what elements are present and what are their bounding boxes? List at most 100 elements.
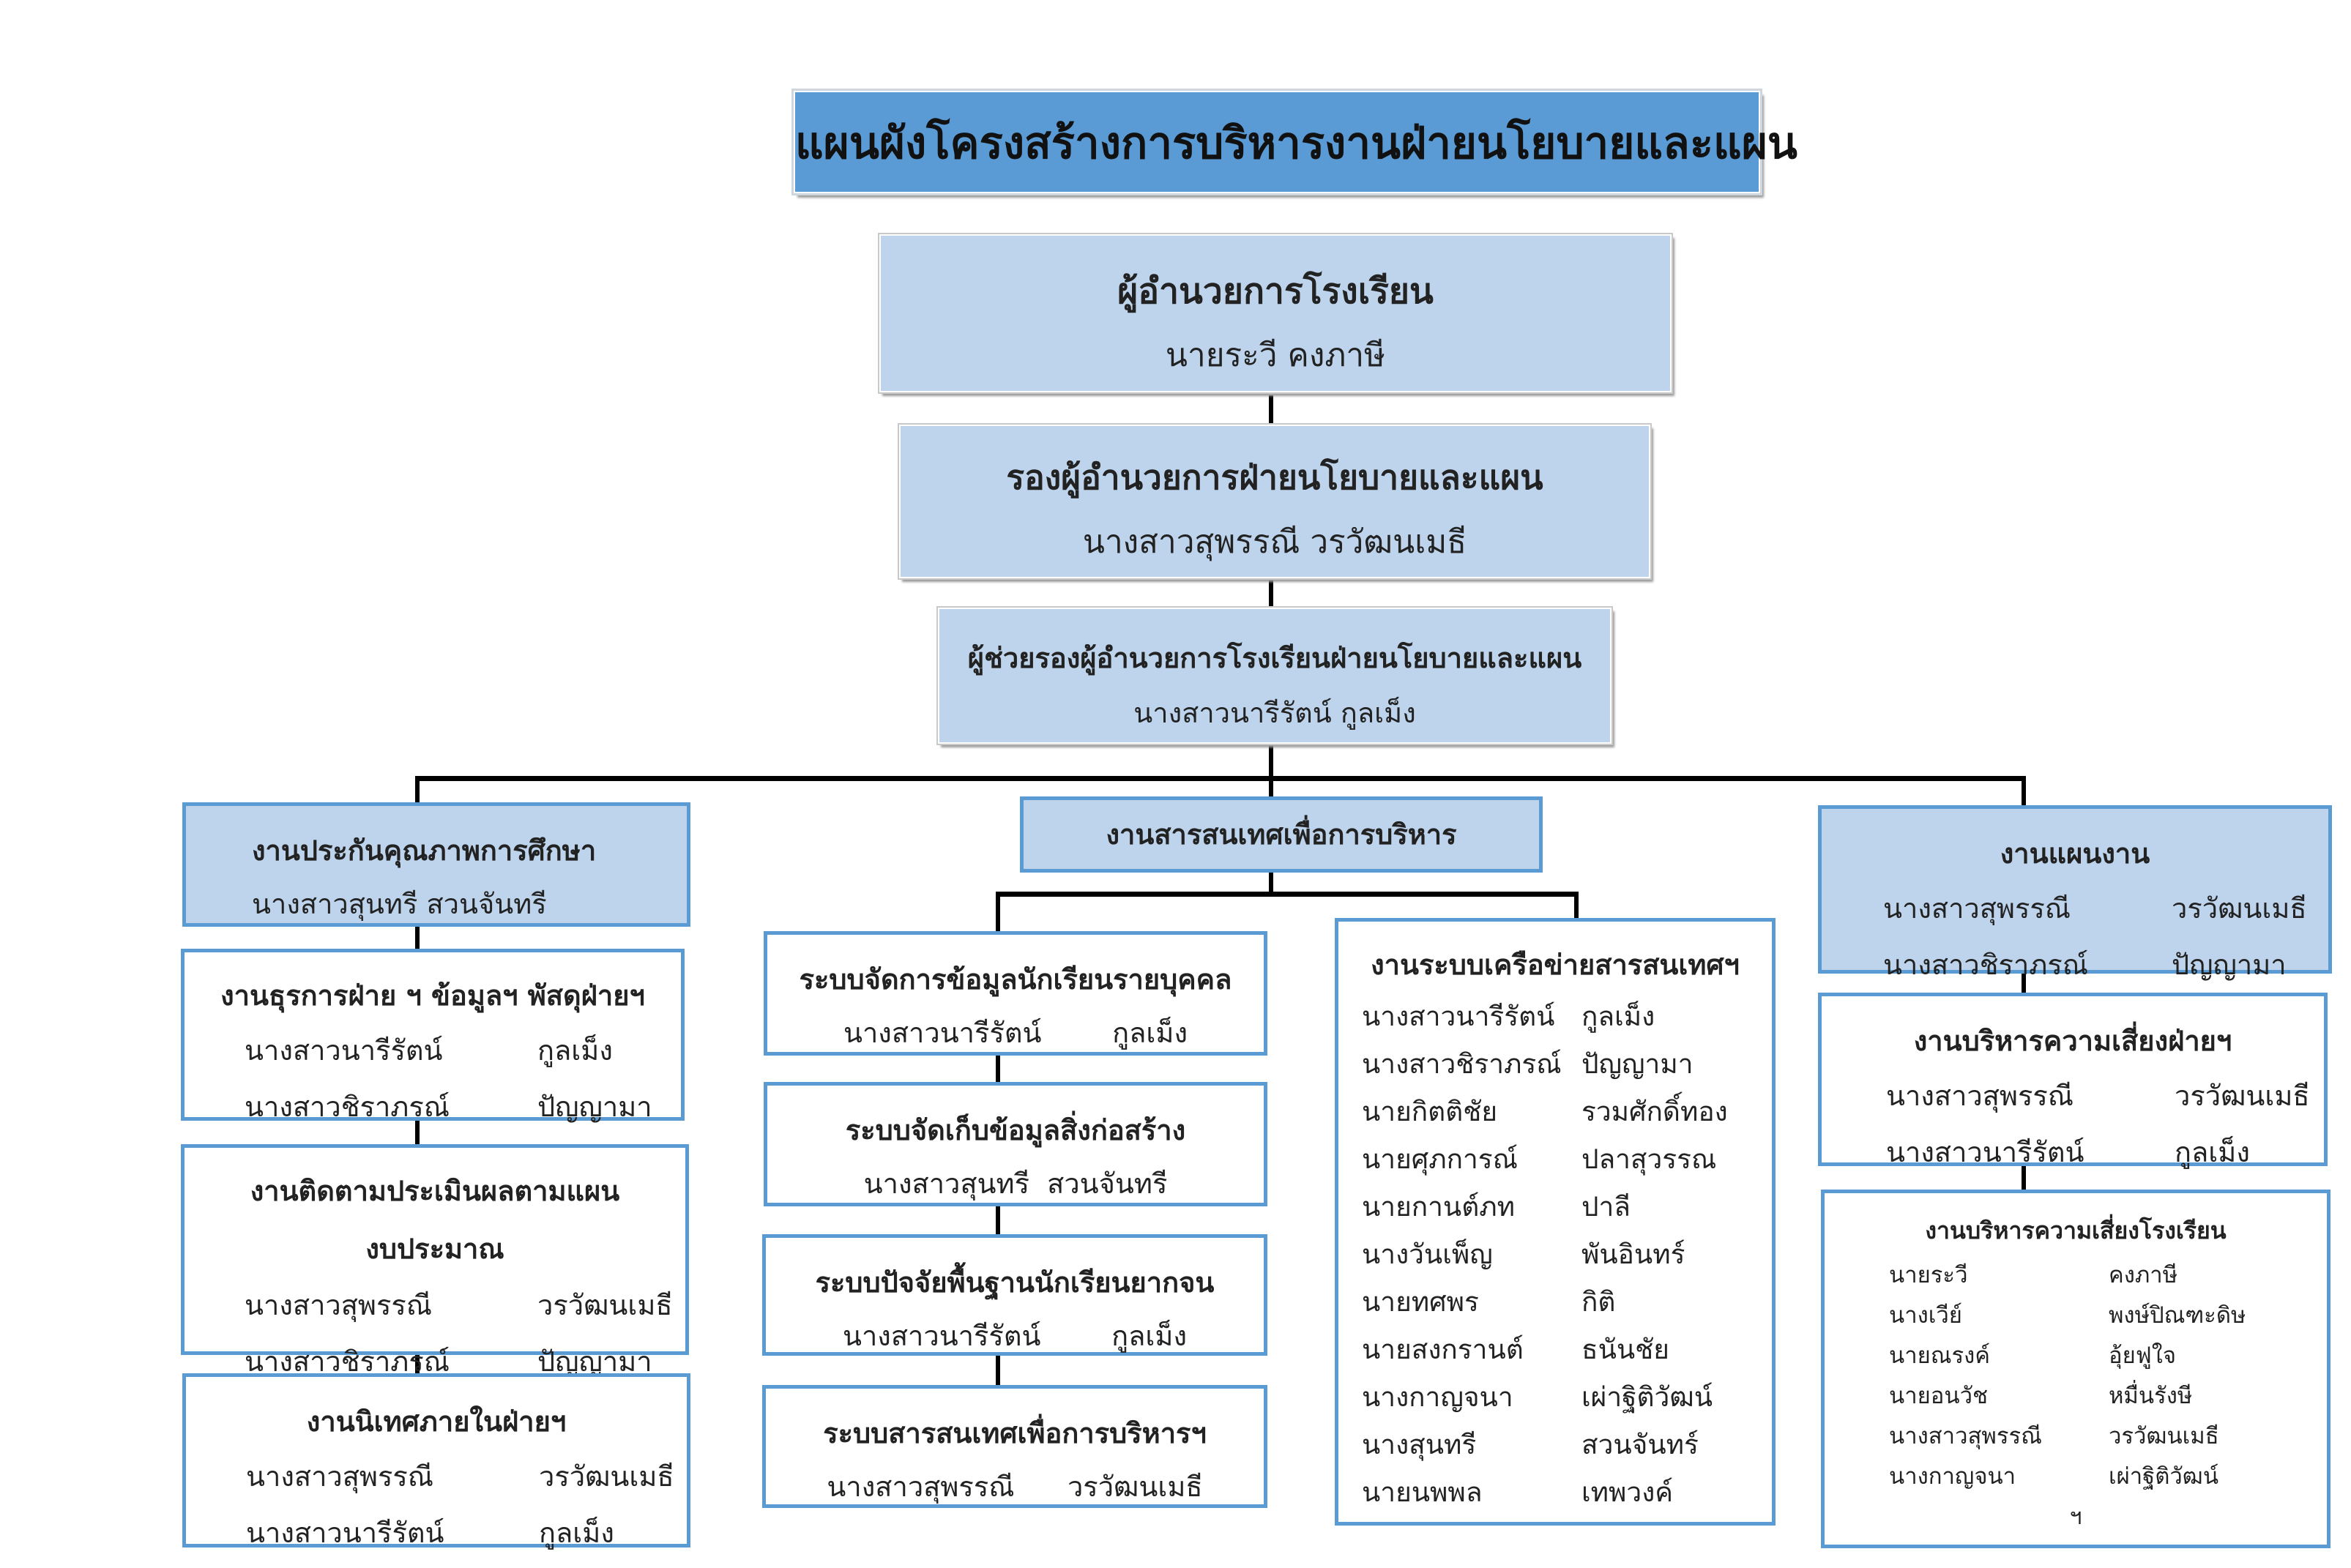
supervision-title: งานนิเทศภายในฝ่ายฯ xyxy=(306,1405,567,1438)
person-row: นางสุนทรีสวนจันทร์ xyxy=(1362,1421,1772,1468)
person-name: นางเวีย์ xyxy=(1889,1302,1962,1329)
person-row: นายอนวัช หมื่นรังษี xyxy=(1889,1376,2327,1416)
person-row: นางสาวชิราภรณ์ปัญญามา xyxy=(1362,1040,1772,1088)
person-row: นางกาญจนา เผ่าฐิติวัฒน์ xyxy=(1889,1457,2327,1497)
connector-left-2 xyxy=(415,1121,420,1147)
person-surname: พันอินทร์ xyxy=(1581,1239,1685,1270)
person-row: นายกิตติชัย รวมศักดิ์ทอง xyxy=(1362,1088,1772,1135)
person-row: นางกาญจนา เผ่าฐิติวัฒน์ xyxy=(1362,1373,1772,1421)
person-row: นายกานต์ภท ปาลี xyxy=(1362,1183,1772,1231)
supervision-person-2: นางสาวนารีรัตน์ กูลเม็ง xyxy=(246,1517,614,1549)
quality-assurance-box: งานประกันคุณภาพการศึกษา นางสาวสุนทรี สวน… xyxy=(182,802,690,927)
info-management-box: งานสารสนเทศเพื่อการบริหาร xyxy=(1020,796,1543,873)
connector-middle-left-drop xyxy=(996,892,1000,934)
connector-right-1 xyxy=(2022,974,2026,996)
connector-middle-right-drop xyxy=(1574,892,1579,921)
person-name: นายอนวัช xyxy=(1889,1383,1989,1409)
deputy-role: รองผู้อำนวยการฝ่ายนโยบายและแผน xyxy=(1006,458,1543,497)
monitoring-title-line2: งบประมาณ xyxy=(365,1233,504,1265)
risk-dept-title: งานบริหารความเสี่ยงฝ่ายฯ xyxy=(1913,1025,2232,1057)
admin-box: งานธุรการฝ่าย ฯ ข้อมูลฯ พัสดุฝ่ายฯ นางสา… xyxy=(181,949,685,1123)
poor-student-name: นางสาวนารีรัตน์ กูลเม็ง xyxy=(842,1320,1188,1352)
info-system-name: นางสาวสุพรรณี วรวัฒนเมธี xyxy=(827,1471,1203,1503)
chart-title: แผนผังโครงสร้างการบริหารงานฝ่ายนโยบายและ… xyxy=(795,118,1797,169)
supervision-person-1: นางสาวสุพรรณี วรวัฒนเมธี xyxy=(246,1460,674,1493)
connector-left-3 xyxy=(415,1355,420,1377)
risk-dept-person-1: นางสาวสุพรรณี วรวัฒนเมธี xyxy=(1886,1080,2310,1112)
person-surname: หมื่นรังษี xyxy=(2109,1383,2193,1409)
person-row: นายทศพร กิติ xyxy=(1362,1278,1772,1326)
person-surname: ปัญญามา xyxy=(1581,1048,1694,1080)
person-row: นายระวีคงภาษี xyxy=(1889,1255,2327,1296)
deputy-name: นางสาวสุพรรณี วรวัฒนเมธี xyxy=(1082,523,1467,561)
person-row: นายศุภการณ์ ปลาสุวรรณ xyxy=(1362,1135,1772,1183)
connector-bus-left xyxy=(415,776,420,804)
person-surname: รวมศักดิ์ทอง xyxy=(1581,1096,1728,1127)
student-data-name: นางสาวนารีรัตน์ กูลเม็ง xyxy=(843,1017,1188,1049)
connector-assistant-bus xyxy=(1269,744,1273,779)
info-system-title: ระบบสารสนเทศเพื่อการบริหารฯ xyxy=(823,1417,1207,1449)
connector-main-bus xyxy=(415,776,2026,781)
building-data-box: ระบบจัดเก็บข้อมูลสิ่งก่อสร้าง นางสาวสุนท… xyxy=(764,1082,1267,1206)
quality-assurance-name: นางสาวสุนทรี สวนจันทรี xyxy=(252,888,547,920)
person-row: นางวันเพ็ญ พันอินทร์ xyxy=(1362,1231,1772,1278)
person-row: นางสาวนารีรัตน์กูลเม็ง xyxy=(1362,993,1772,1040)
risk-school-title: งานบริหารความเสี่ยงโรงเรียน xyxy=(1925,1217,2227,1244)
person-surname: เผ่าฐิติวัฒน์ xyxy=(2109,1463,2219,1490)
assistant-box: ผู้ช่วยรองผู้อำนวยการโรงเรียนฝ่ายนโยบายแ… xyxy=(938,608,1612,744)
director-role: ผู้อำนวยการโรงเรียน xyxy=(1117,271,1434,312)
planning-title: งานแผนงาน xyxy=(2000,837,2150,870)
person-name: นายสงกรานต์ xyxy=(1362,1334,1524,1365)
connector-deputy-assistant xyxy=(1269,575,1273,608)
monitoring-person-1: นางสาวสุพรรณี วรวัฒนเมธี xyxy=(245,1289,673,1321)
monitoring-title-line1: งานติดตามประเมินผลตามแผน xyxy=(250,1175,620,1207)
person-surname: อุ้ยฟูใจ xyxy=(2109,1343,2177,1369)
connector-director-deputy xyxy=(1269,395,1273,426)
person-name: นายทศพร xyxy=(1362,1286,1479,1318)
planning-person-1: นางสาวสุพรรณี วรวัฒนเมธี xyxy=(1883,892,2307,925)
person-row: นายสงกรานต์ ธนันชัย xyxy=(1362,1326,1772,1373)
planning-box: งานแผนงาน นางสาวสุพรรณี วรวัฒนเมธี นางสา… xyxy=(1818,805,2332,981)
person-surname: พงษ์ปิณฑะดิษ xyxy=(2109,1302,2246,1329)
person-surname: เผ่าฐิติวัฒน์ xyxy=(1581,1381,1713,1413)
monitoring-box: งานติดตามประเมินผลตามแผน งบประมาณ นางสาว… xyxy=(181,1144,689,1378)
admin-title: งานธุรการฝ่าย ฯ ข้อมูลฯ พัสดุฝ่ายฯ xyxy=(220,979,645,1012)
person-surname: กิติ xyxy=(1581,1286,1616,1318)
deputy-box: รองผู้อำนวยการฝ่ายนโยบายและแผน นางสาวสุพ… xyxy=(899,425,1650,578)
poor-student-title: ระบบปัจจัยพื้นฐานนักเรียนยากจน xyxy=(815,1266,1215,1299)
info-management-title: งานสารสนเทศเพื่อการบริหาร xyxy=(1106,818,1457,851)
person-row: นางสาวสุพรรณีวรวัฒนเมธี xyxy=(1889,1416,2327,1457)
risk-dept-person-2: นางสาวนารีรัตน์ กูลเม็ง xyxy=(1886,1136,2250,1168)
admin-person-1: นางสาวนารีรัตน์ กูลเม็ง xyxy=(245,1034,613,1067)
building-data-title: ระบบจัดเก็บข้อมูลสิ่งก่อสร้าง xyxy=(845,1114,1186,1146)
person-row: นายณรงค์อุ้ยฟูใจ xyxy=(1889,1336,2327,1376)
person-name: นายกานต์ภท xyxy=(1362,1191,1516,1222)
network-people-list: นางสาวนารีรัตน์กูลเม็งนางสาวชิราภรณ์ปัญญ… xyxy=(1362,993,1772,1516)
connector-middle-2 xyxy=(996,1205,1000,1237)
person-name: นายศุภการณ์ xyxy=(1362,1143,1519,1175)
person-name: นายกิตติชัย xyxy=(1362,1096,1497,1127)
chart-title-box: แผนผังโครงสร้างการบริหารงานฝ่ายนโยบายและ… xyxy=(794,91,1797,193)
person-name: นายระวี xyxy=(1889,1262,1968,1288)
connector-middle-down xyxy=(1269,871,1273,896)
planning-person-2: นางสาวชิราภรณ์ ปัญญามา xyxy=(1883,949,2287,981)
person-surname: ปลาสุวรรณ xyxy=(1581,1143,1717,1175)
poor-student-box: ระบบปัจจัยพื้นฐานนักเรียนยากจน นางสาวนาร… xyxy=(762,1234,1267,1356)
person-surname: ปาลี xyxy=(1581,1191,1631,1222)
person-name: นางสุนทรี xyxy=(1362,1429,1477,1460)
director-name: นายระวี คงภาษี xyxy=(1165,337,1386,374)
person-name: นางสาวนารีรัตน์ xyxy=(1362,1001,1555,1032)
person-name: นางกาญจนา xyxy=(1362,1381,1513,1413)
admin-person-2: นางสาวชิราภรณ์ ปัญญามา xyxy=(245,1091,652,1123)
connector-bus-right xyxy=(2022,776,2026,807)
network-box: งานระบบเครือข่ายสารสนเทศฯ นางสาวนารีรัตน… xyxy=(1335,918,1776,1526)
connector-bus-middle xyxy=(1269,776,1273,798)
person-name: นางวันเพ็ญ xyxy=(1362,1239,1493,1270)
building-data-name: นางสาวสุนทรี สวนจันทรี xyxy=(863,1168,1168,1200)
person-surname: ธนันชัย xyxy=(1581,1334,1669,1365)
quality-assurance-title: งานประกันคุณภาพการศึกษา xyxy=(252,835,597,867)
risk-school-box: งานบริหารความเสี่ยงโรงเรียน นายระวีคงภาษ… xyxy=(1821,1190,2330,1548)
student-data-box: ระบบจัดการข้อมูลนักเรียนรายบุคคล นางสาวน… xyxy=(764,931,1267,1056)
director-box: ผู้อำนวยการโรงเรียน นายระวี คงภาษี xyxy=(879,234,1672,392)
person-name: นางกาญจนา xyxy=(1889,1463,2016,1490)
